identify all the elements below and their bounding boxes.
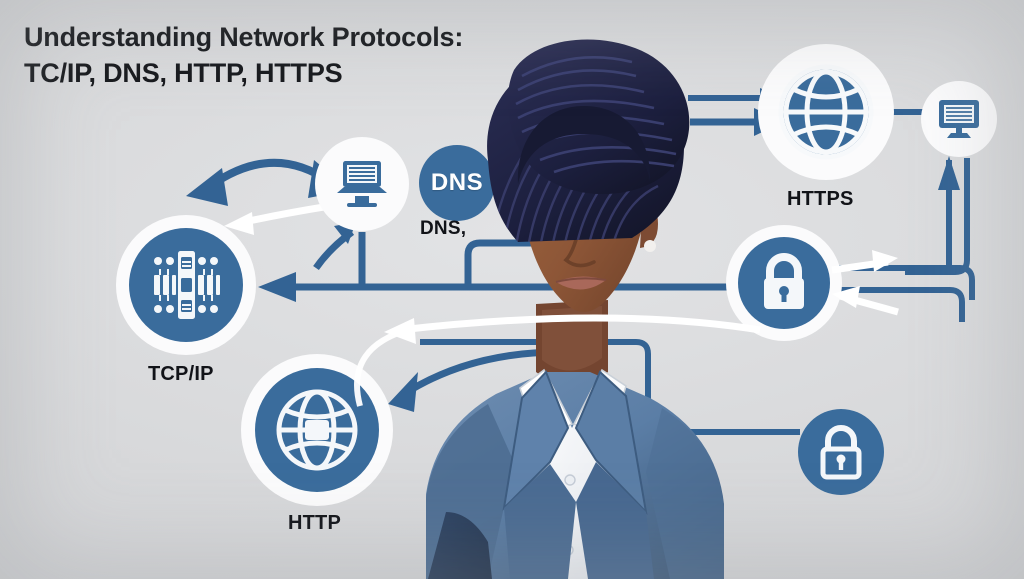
monitor-node[interactable] (921, 81, 997, 157)
lock-upper-node-ring[interactable] (726, 225, 842, 341)
dns-caption: DNS, (420, 218, 467, 239)
arrow-white-to-center (384, 314, 761, 344)
lock-outline-icon (820, 425, 862, 480)
dns-device-node[interactable] (315, 137, 409, 231)
tcpip-node-disc[interactable] (129, 228, 243, 342)
arrow-tcpip-white-return (224, 202, 331, 235)
arrow-http-white-up (354, 325, 415, 407)
monitor-icon (939, 100, 979, 138)
dns-badge-text: DNS (430, 169, 484, 196)
globe-icon (276, 389, 358, 471)
lock-upper-node-disc[interactable] (738, 237, 830, 329)
arrow-bus-to-tcpip (258, 272, 760, 302)
server-network-icon (154, 251, 220, 319)
https-label: HTTPS (787, 188, 854, 210)
laptop-icon (337, 161, 387, 207)
dns-badge[interactable]: DNS (419, 145, 495, 221)
tcpip-node-ring[interactable] (116, 215, 256, 355)
tcpip-label: TCP/IP (148, 363, 214, 385)
globe-outline-icon (778, 64, 874, 160)
arrow-lock-loop-out (831, 265, 975, 322)
lock-icon (764, 253, 804, 309)
http-label: HTTP (288, 512, 342, 534)
arrow-lock-white-out (831, 250, 898, 274)
lock-lower-node[interactable] (798, 409, 884, 495)
arrow-lock-white-in (832, 286, 899, 316)
page-title: Understanding Network Protocols: TC/IP, … (24, 22, 464, 88)
https-node-ring[interactable] (758, 44, 894, 180)
